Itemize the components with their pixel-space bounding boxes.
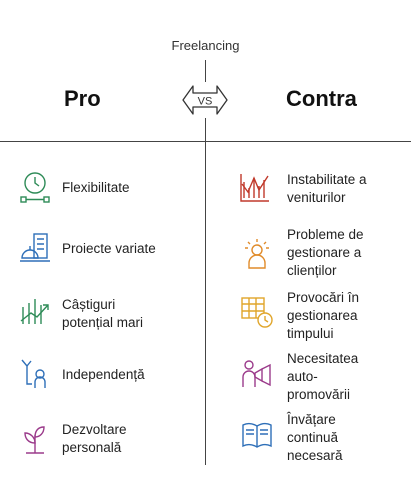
pro-item-0: Flexibilitate [62, 180, 130, 195]
pro-heading: Pro [64, 86, 101, 111]
growth-chart-icon [18, 293, 52, 327]
diagram-title: Freelancing [171, 38, 240, 53]
pro-item-1: Proiecte variate [62, 241, 156, 256]
contra-heading: Contra [286, 86, 357, 111]
megaphone-person-icon [240, 355, 274, 389]
contra-item-3: Necesitatea auto- promovării [287, 351, 359, 402]
pro-item-2: Câștiguri potențial mari [62, 297, 144, 330]
growing-plant-icon [18, 421, 52, 455]
frustrated-person-icon [240, 236, 274, 270]
mid-connector-line [205, 118, 206, 141]
contra-item-2: Provocări în gestionarea timpului [287, 290, 360, 341]
person-raising-arms-icon [18, 356, 52, 390]
vs-badge: VS [181, 80, 229, 120]
top-connector-line [205, 60, 206, 82]
contra-item-1: Probleme de gestionare a clienților [287, 227, 364, 278]
contra-item-4: Învățare continuă necesară [287, 412, 343, 463]
fluctuating-income-chart-icon [238, 170, 272, 204]
vs-label: VS [198, 96, 213, 108]
clock-flow-icon [18, 170, 52, 204]
calendar-clock-icon [240, 295, 274, 329]
pro-item-3: Independență [62, 367, 145, 382]
contra-item-0: Instabilitate a veniturilor [287, 172, 367, 205]
open-book-icon [240, 418, 274, 452]
center-divider [205, 141, 206, 465]
pro-item-4: Dezvoltare personală [62, 422, 127, 455]
buildings-worker-icon [18, 231, 52, 265]
vs-arrow-shape: VS [182, 85, 228, 115]
